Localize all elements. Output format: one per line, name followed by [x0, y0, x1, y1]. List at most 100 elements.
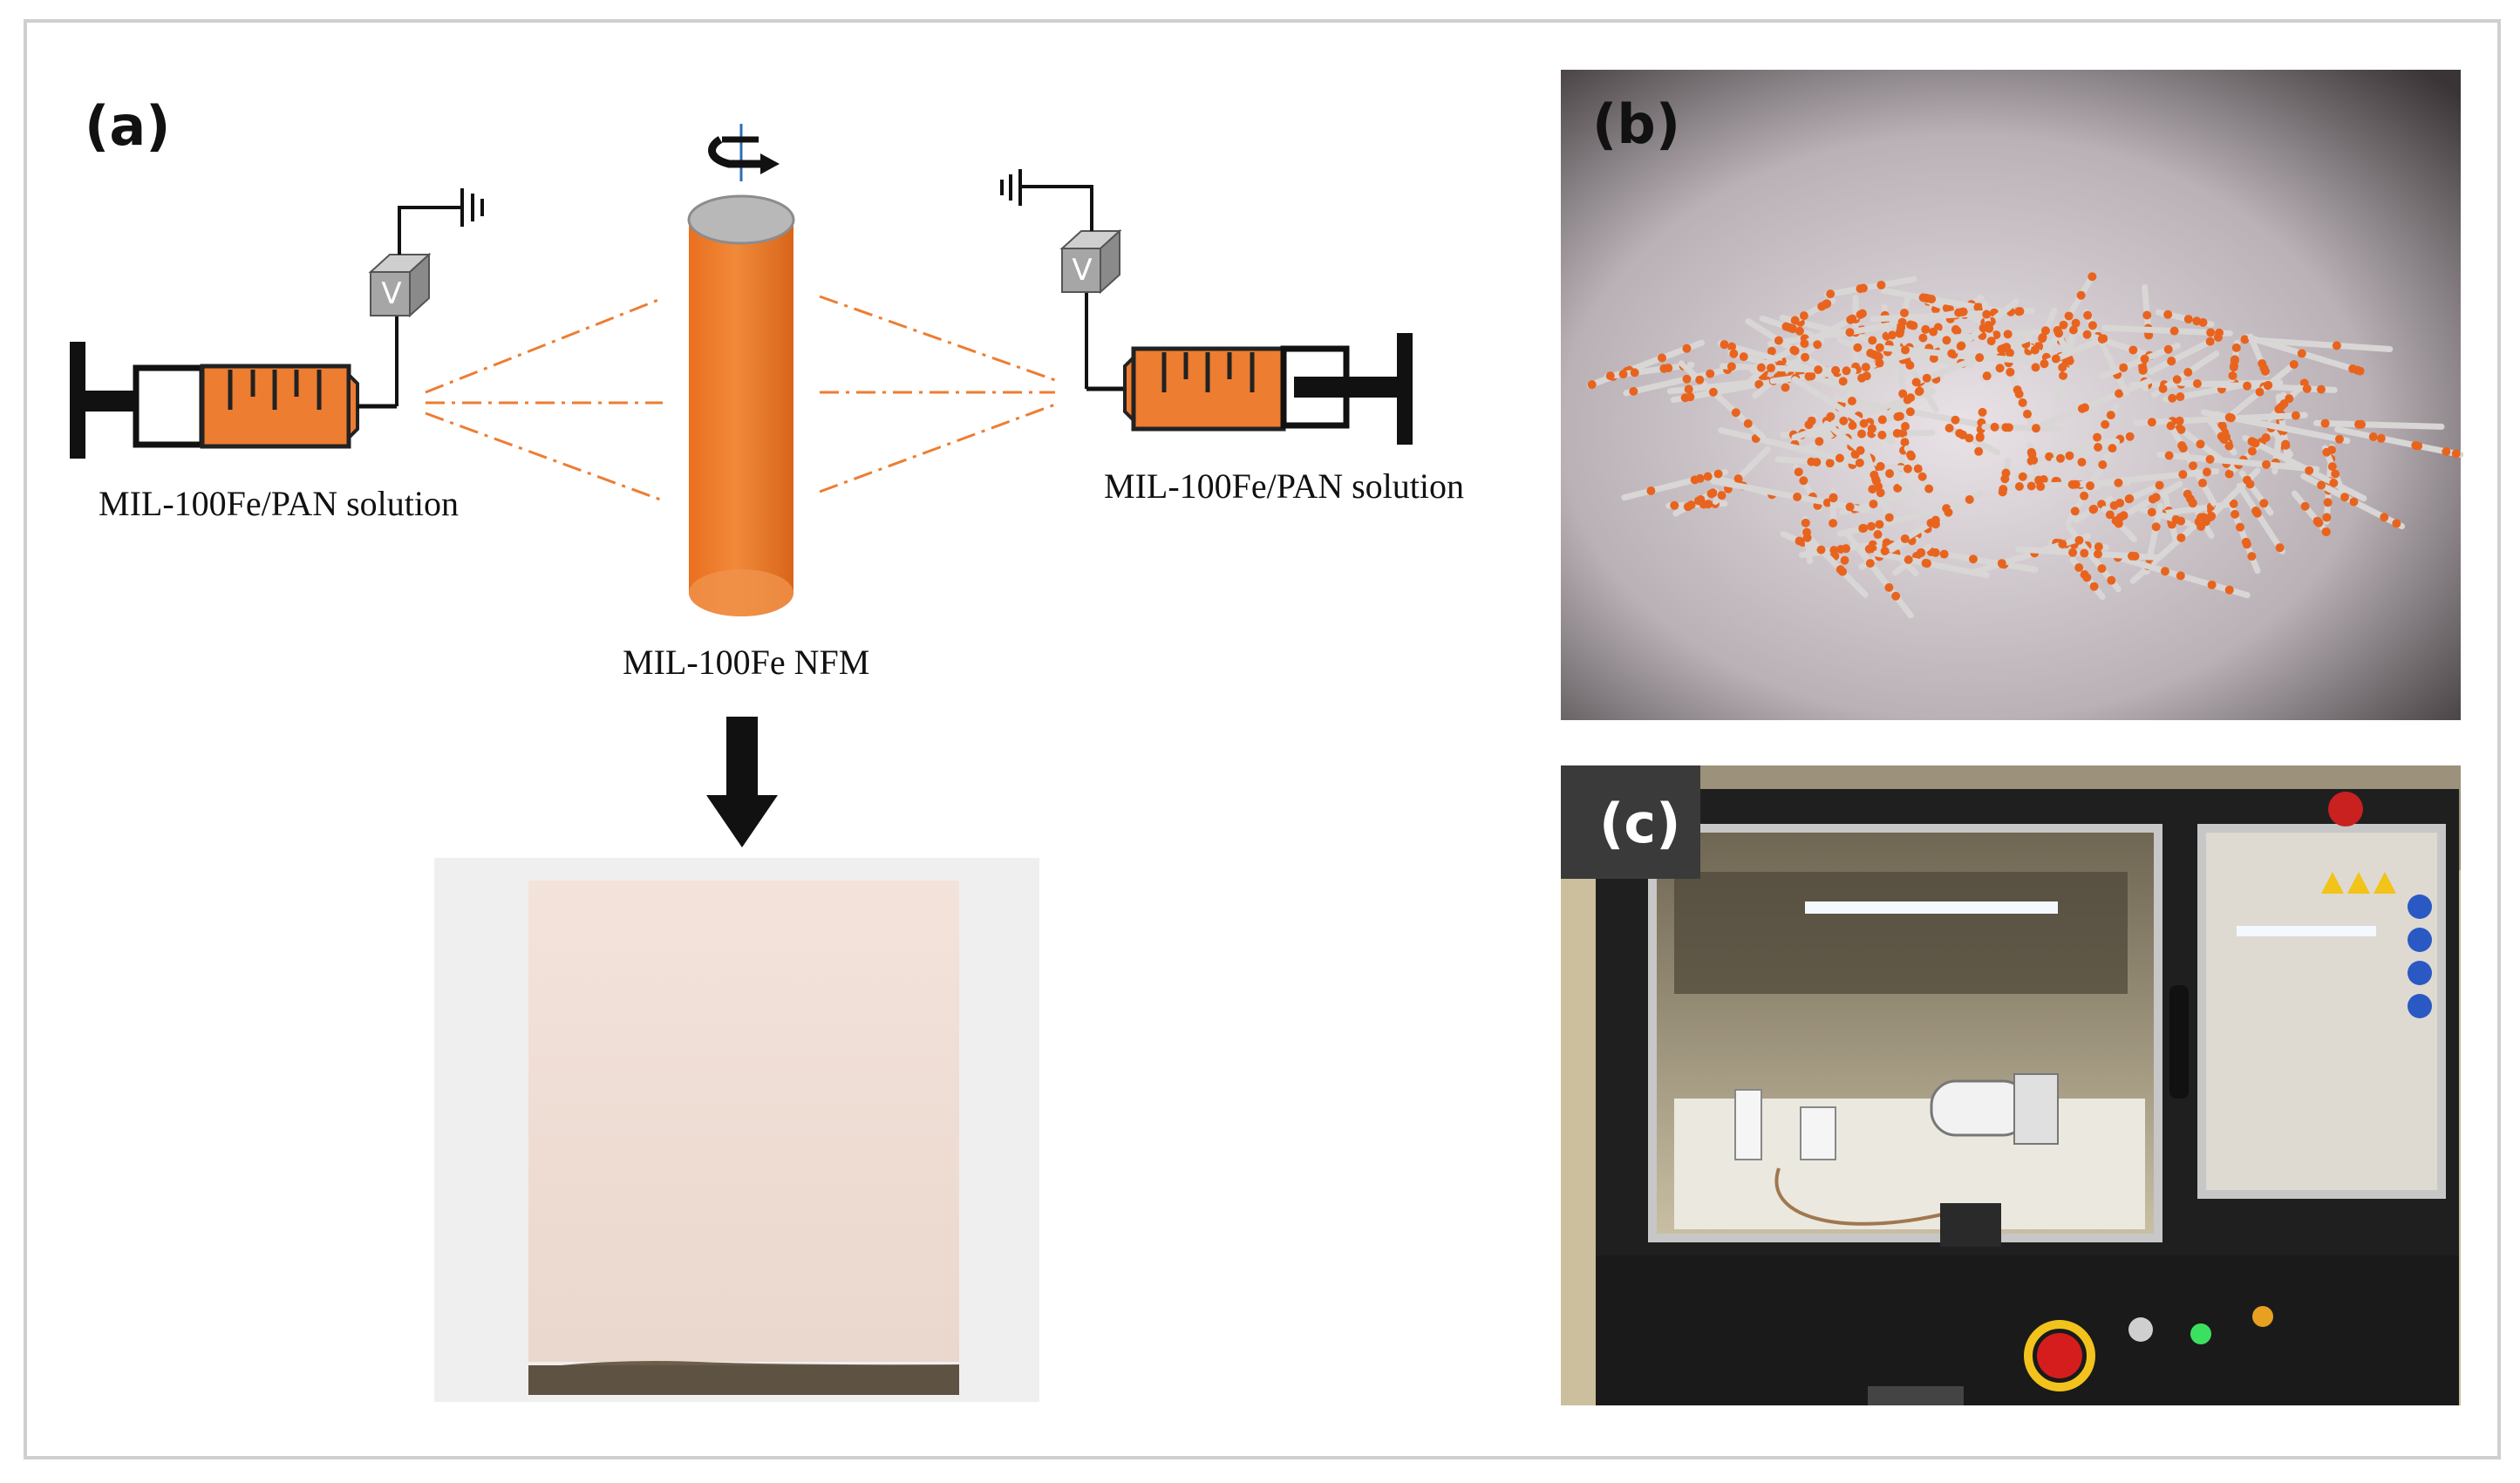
mof-particle — [2224, 412, 2234, 422]
mof-particle — [1646, 486, 1656, 495]
mof-particle — [2018, 398, 2027, 407]
mof-particle — [2291, 411, 2300, 420]
mof-particle — [2175, 424, 2184, 433]
mof-particle — [2148, 494, 2157, 504]
mof-particle — [1831, 365, 1841, 375]
mof-particle — [1790, 346, 1800, 356]
mof-particle — [2068, 325, 2078, 335]
mof-particle — [2451, 449, 2461, 459]
mof-particle — [2099, 334, 2108, 344]
mof-particle — [2192, 379, 2202, 389]
mof-particle — [2064, 311, 2074, 321]
mof-particle — [1629, 386, 1638, 396]
mof-particle — [2163, 344, 2173, 354]
mof-particle — [1899, 308, 1909, 317]
mof-particle — [1756, 363, 1766, 372]
cabinet-window-right — [2197, 824, 2446, 1199]
mof-particle — [1774, 336, 1783, 345]
mof-particle — [2155, 480, 2164, 490]
mof-particle — [2205, 337, 2215, 346]
mof-particle — [1904, 555, 1913, 565]
mof-particle — [2327, 462, 2337, 472]
right-plunger-end — [1397, 333, 1413, 445]
mof-particle — [2411, 440, 2421, 450]
left-jet-lines — [425, 296, 664, 502]
mof-particle — [2089, 582, 2099, 591]
mof-particle — [2348, 364, 2358, 374]
mof-particle — [1859, 418, 1869, 428]
mof-particle — [1618, 370, 1628, 379]
mof-particle — [1999, 485, 2008, 494]
mof-particle — [2115, 498, 2125, 507]
mof-particle — [2031, 424, 2040, 433]
mof-particle — [1965, 494, 1974, 504]
mof-particle — [1868, 336, 1877, 345]
mof-particle — [2218, 433, 2228, 443]
mof-particle — [1829, 493, 1838, 502]
mof-particle — [1895, 329, 1904, 338]
mof-particle — [2235, 522, 2244, 532]
mof-particle — [2088, 321, 2097, 330]
mof-particle — [2098, 460, 2108, 470]
mof-particle — [2231, 343, 2241, 352]
mof-particle — [2093, 432, 2102, 442]
mof-particle — [1733, 474, 1743, 484]
mof-particle — [1875, 358, 1884, 368]
mof-particle — [2169, 326, 2179, 336]
mof-particle — [1839, 416, 1849, 425]
mof-particle — [2264, 380, 2273, 390]
mof-particle — [2030, 345, 2040, 355]
mof-particle — [2018, 472, 2027, 481]
mof-particle — [2119, 363, 2128, 372]
mof-particle — [1703, 472, 1713, 481]
mof-particle — [1901, 345, 1910, 355]
mof-particle — [2001, 468, 2011, 478]
mof-particle — [2275, 543, 2285, 553]
mof-particle — [2101, 419, 2110, 429]
mof-particle — [2247, 552, 2257, 561]
mof-particle — [2040, 326, 2050, 336]
mof-particle — [1906, 450, 1916, 459]
left-voltage-symbol: V — [381, 276, 402, 311]
mof-particle — [2059, 371, 2068, 380]
mof-particle — [1799, 476, 1808, 486]
left-plunger-rod — [85, 391, 136, 412]
mof-particle — [1743, 418, 1753, 428]
mof-particle — [1861, 363, 1870, 372]
mof-particle — [2168, 393, 2177, 403]
mof-particle — [2056, 453, 2066, 463]
mof-particle — [2176, 571, 2185, 581]
mof-particle — [1898, 428, 1908, 438]
mof-particle — [2093, 549, 2102, 559]
left-solution-label: MIL-100Fe/PAN solution — [99, 484, 460, 523]
mof-particle — [1826, 289, 1836, 299]
mof-particle — [1975, 432, 1985, 441]
mof-particle — [1847, 397, 1856, 406]
nanofiber-strand — [1885, 372, 1944, 418]
mof-particle — [1658, 353, 1667, 363]
mof-particle — [1838, 377, 1848, 386]
nanofiber-strand — [2035, 378, 2153, 430]
nanofiber-strand — [2242, 434, 2367, 502]
mof-particle — [2172, 375, 2182, 384]
nanofiber-strand — [2334, 426, 2464, 458]
right-syringe — [1086, 333, 1413, 445]
mof-particle — [1695, 375, 1705, 384]
mof-particle — [1986, 337, 1996, 346]
mof-particle — [2163, 310, 2173, 319]
mof-particle — [2175, 416, 2184, 425]
left-syringe — [70, 342, 397, 459]
mof-particle — [2316, 384, 2326, 394]
nanofiber-strand — [1801, 529, 1869, 598]
panel-a-label: (a) — [85, 94, 171, 158]
mof-particle — [1915, 386, 1924, 396]
mof-particle — [1997, 559, 2006, 568]
mof-particle — [2368, 432, 2378, 441]
mof-particle — [2261, 432, 2271, 442]
mof-particle — [1984, 321, 1993, 330]
panel-b-label: (b) — [1592, 92, 1681, 156]
mof-particle — [2196, 439, 2205, 449]
mof-particle — [2164, 451, 2174, 460]
mof-particle — [2138, 363, 2148, 372]
